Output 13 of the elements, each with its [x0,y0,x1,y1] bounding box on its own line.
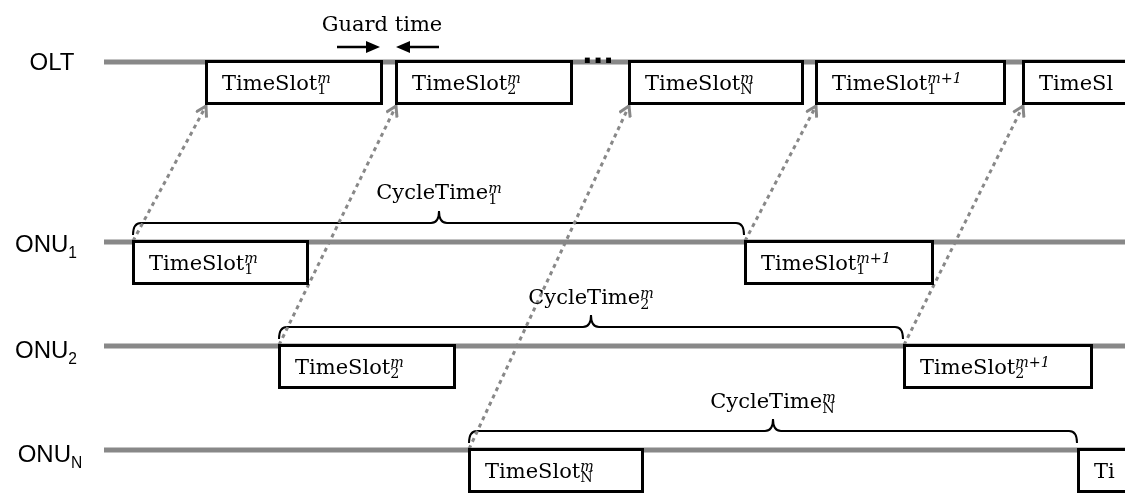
dotted-arrow [277,104,399,346]
dotted-arrow [743,104,819,242]
time-slot-box: TimeSl [1022,60,1125,105]
lane-label: ONU$_{1}$ [15,230,77,258]
guard-time-label: Guard time [321,12,443,36]
lane-label: OLT [29,48,75,76]
lane-label: ONU$_{2}$ [15,336,77,364]
dotted-arrow [467,104,632,450]
dotted-arrow [131,104,208,242]
ellipsis: ··· [582,43,614,77]
lane-label: ONU$_{N}$ [17,440,83,468]
dotted-arrow [902,104,1026,346]
time-slot-box: Ti [1077,448,1125,493]
